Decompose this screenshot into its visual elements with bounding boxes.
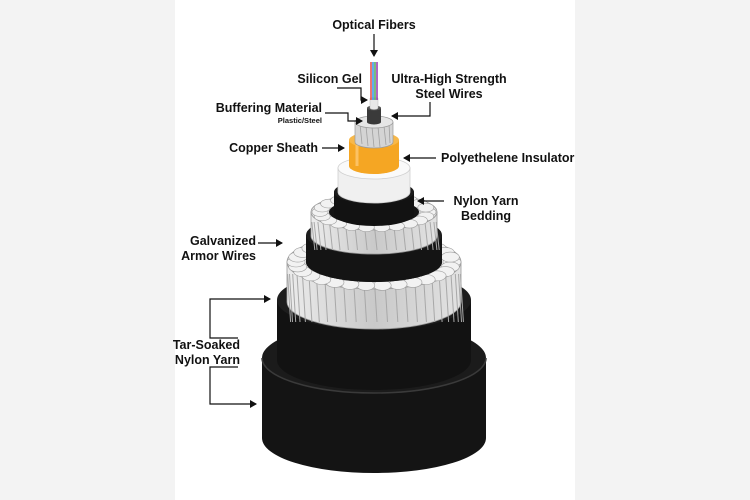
wire-strand xyxy=(429,221,434,251)
wire-strand xyxy=(289,273,293,323)
label-nylon-yarn-bedding-line2: Bedding xyxy=(461,209,511,223)
label-tar-soaked-nylon-yarn-line2: Nylon Yarn xyxy=(174,353,240,367)
armor-wire-end xyxy=(440,251,460,263)
label-steel-wires-line2: Steel Wires xyxy=(415,87,483,101)
label-galvanized-armor-wires-line2: Armor Wires xyxy=(181,249,256,263)
wire-strand xyxy=(458,273,462,323)
optical-fibers xyxy=(370,62,378,100)
label-steel-wires: Ultra-High Strength Steel Wires xyxy=(384,72,514,102)
wire-strand xyxy=(418,221,422,251)
label-nylon-yarn-bedding-line1: Nylon Yarn xyxy=(453,194,519,208)
armor-wire-end xyxy=(417,202,435,213)
label-tar-soaked-nylon-yarn: Tar-Soaked Nylon Yarn xyxy=(160,338,240,368)
label-optical-fibers: Optical Fibers xyxy=(332,18,416,32)
wire-strand xyxy=(317,221,322,251)
label-galvanized-armor-wires-line1: Galvanized xyxy=(190,234,256,248)
label-tar-soaked-nylon-yarn-line1: Tar-Soaked xyxy=(172,338,240,352)
label-copper-sheath: Copper Sheath xyxy=(229,141,318,155)
wire-strand xyxy=(433,221,438,251)
label-nylon-yarn-bedding: Nylon Yarn Bedding xyxy=(446,194,526,224)
wire-strand xyxy=(450,273,455,323)
wire-strand xyxy=(424,221,429,251)
wire-strand xyxy=(292,273,297,323)
wire-strand xyxy=(445,273,450,323)
wire-strand xyxy=(311,221,316,251)
wire-strand xyxy=(308,273,313,323)
label-silicon-gel: Silicon Gel xyxy=(297,72,362,86)
wire-strand xyxy=(435,221,440,251)
label-galvanized-armor-wires: Galvanized Armor Wires xyxy=(160,234,256,264)
wire-strand xyxy=(322,221,327,251)
wire-strand xyxy=(454,273,459,323)
wire-strand xyxy=(438,273,443,323)
label-buffering-material-main: Buffering Material xyxy=(215,101,322,115)
wire-strand xyxy=(287,273,292,323)
wire-strand xyxy=(329,221,333,251)
label-polyethelene-insulator: Polyethelene Insulator xyxy=(441,151,575,165)
label-steel-wires-line1: Ultra-High Strength xyxy=(391,72,507,86)
wire-strand xyxy=(301,273,306,323)
silicon-gel xyxy=(369,97,379,110)
wire-strand xyxy=(296,273,301,323)
wire-strand xyxy=(459,273,464,323)
label-buffering-material-sub: Plastic/Steel xyxy=(277,116,322,125)
label-buffering-material: Buffering Material Plastic/Steel xyxy=(196,101,322,125)
wire-strand xyxy=(313,221,318,251)
leader-arrows xyxy=(209,34,444,408)
